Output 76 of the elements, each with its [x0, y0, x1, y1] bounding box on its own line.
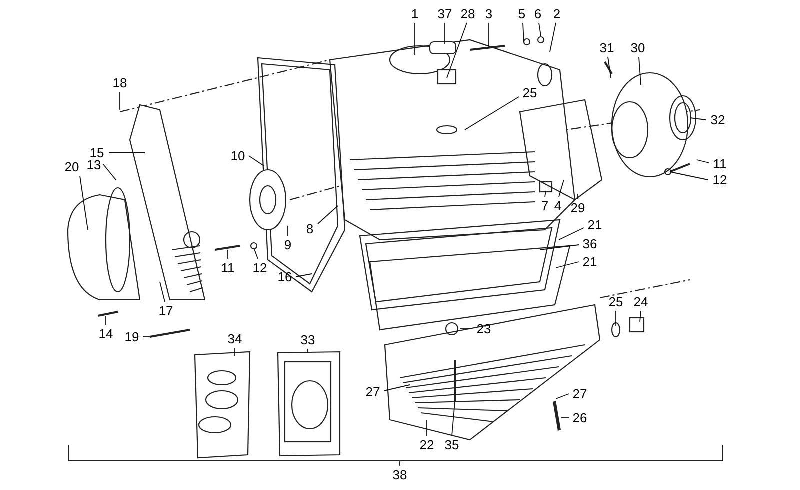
leader-line [538, 22, 542, 36]
leader-line [254, 248, 258, 260]
leader-line [142, 336, 150, 338]
callout-number: 14 [98, 328, 114, 340]
leader-line [558, 228, 584, 240]
callout-number: 37 [438, 8, 452, 20]
leader-line [556, 262, 580, 268]
leader-line [234, 348, 236, 356]
leader-line [558, 180, 564, 198]
callout-number: 30 [630, 42, 646, 54]
callout-number: 29 [570, 202, 586, 214]
callout-number: 17 [158, 304, 174, 318]
callout-number: 8 [306, 222, 314, 236]
callout-number: 15 [90, 146, 104, 160]
callout-number: 27 [572, 388, 588, 400]
callout-number: 12 [252, 262, 268, 274]
leader-line [80, 176, 88, 230]
leader-line [248, 156, 264, 166]
callout-number: 25 [522, 86, 538, 100]
leader-line [670, 172, 708, 180]
callout-number: 7 [541, 200, 549, 212]
leader-line [384, 384, 410, 392]
leader-line [414, 22, 416, 56]
callout-number: 5 [518, 8, 526, 20]
leader-line [426, 420, 428, 436]
leader-line [444, 22, 446, 44]
callout-number: 3 [485, 8, 493, 20]
callout-number: 13 [86, 158, 102, 172]
callout-number: 21 [582, 256, 598, 268]
leader-line [696, 160, 710, 164]
leader-line [522, 22, 524, 42]
callout-number: 18 [112, 76, 128, 90]
callout-number: 25 [608, 296, 624, 308]
leader-line [488, 22, 490, 48]
callout-number: 2 [553, 8, 561, 20]
callout-number: 32 [710, 114, 726, 126]
leader-line [318, 206, 338, 224]
callout-number: 26 [572, 412, 588, 424]
callout-number: 27 [366, 386, 380, 398]
leader-line [556, 394, 570, 400]
callout-number: 21 [588, 218, 602, 232]
callout-number: 22 [420, 438, 434, 452]
callout-number: 1 [411, 8, 419, 20]
leader-line [446, 22, 468, 78]
callout-number: 9 [284, 238, 292, 252]
callout-number: 20 [64, 160, 80, 174]
leader-line [102, 164, 116, 180]
callout-number: 4 [554, 200, 562, 212]
leader-line [540, 244, 580, 250]
callout-number: 31 [600, 42, 614, 54]
callout-number: 38 [392, 468, 408, 482]
leader-line [638, 56, 642, 86]
callout-number: 11 [713, 158, 727, 170]
callout-number: 10 [230, 150, 246, 162]
callout-number: 33 [300, 334, 316, 346]
callout-number: 34 [228, 332, 242, 346]
callout-number: 6 [534, 8, 542, 20]
callout-number: 12 [712, 174, 728, 186]
leader-line [296, 274, 312, 278]
leader-line [690, 118, 706, 120]
callout-number: 24 [634, 296, 648, 308]
callout-number: 19 [124, 330, 140, 344]
leader-line [608, 56, 612, 78]
leader-line [452, 402, 456, 436]
leader-line [640, 310, 642, 322]
leader-line [544, 190, 546, 198]
leader-line [464, 96, 520, 130]
callout-number: 35 [444, 438, 460, 452]
leader-line [160, 282, 166, 302]
callout-number: 28 [460, 8, 476, 20]
leader-line [108, 152, 146, 154]
leader-line [550, 22, 556, 52]
callout-number: 11 [221, 262, 235, 274]
callout-number: 16 [278, 270, 292, 284]
callout-number: 36 [582, 238, 598, 250]
leader-line [460, 328, 472, 330]
